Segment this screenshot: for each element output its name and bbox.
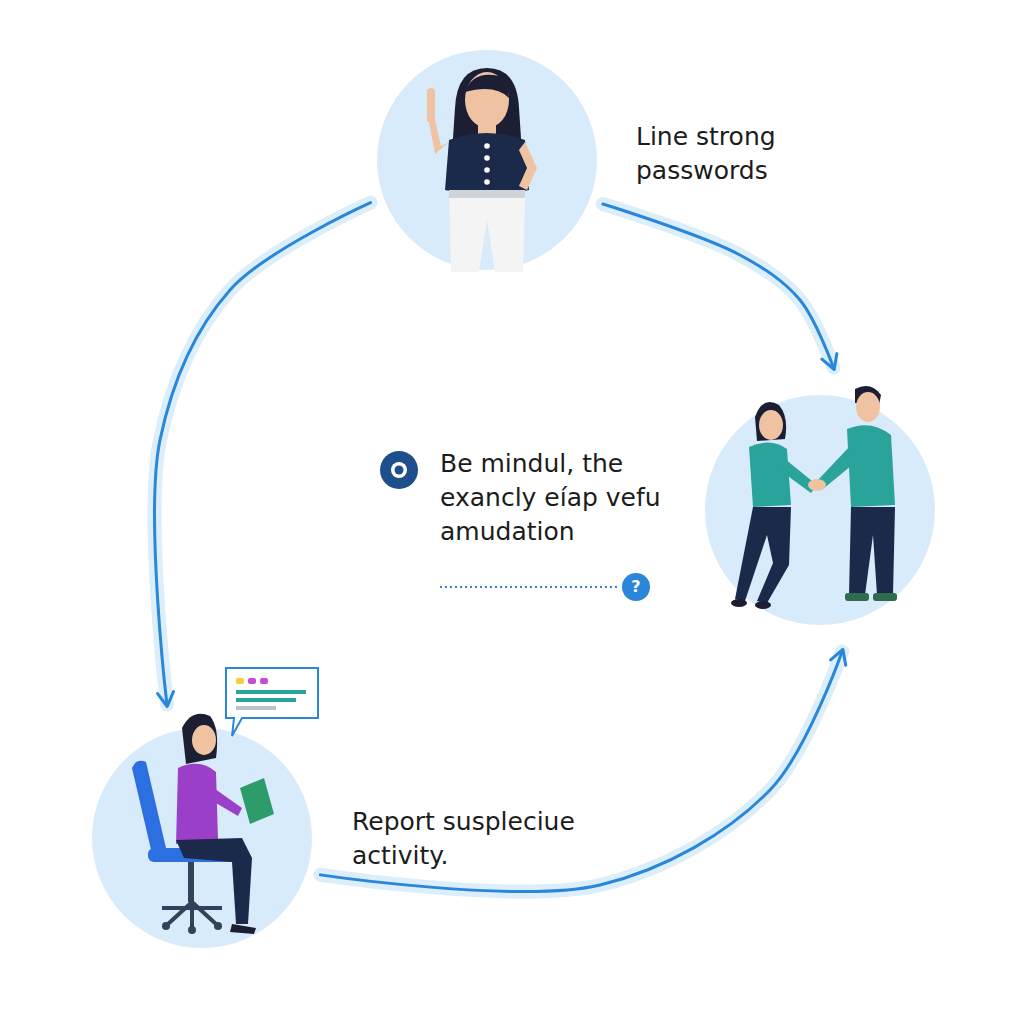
illustration xyxy=(377,50,597,270)
desk-worker-circle: Report susplecіue activity. xyxy=(92,728,312,948)
bullet-icon-center xyxy=(391,462,407,478)
cycle-arrow xyxy=(603,204,834,368)
help-mark: ? xyxy=(622,577,650,597)
step-text: Be mindul, the exancly eíap vefu amudati… xyxy=(440,447,685,549)
handshake-circle: Be mindul, the exancly eíap vefu amudati… xyxy=(705,395,935,625)
arrow-band xyxy=(155,203,371,705)
person-circle: Line strong passwords xyxy=(377,50,597,270)
help-icon xyxy=(622,573,650,601)
bullet-icon-dot xyxy=(395,466,404,475)
cycle-arrow xyxy=(320,651,842,891)
dotted-leader xyxy=(440,586,618,588)
illustration xyxy=(92,728,312,948)
illustration xyxy=(705,395,935,625)
bullet-icon xyxy=(380,451,418,489)
step-text: Report susplecіue activity. xyxy=(352,805,632,873)
step-text: Line strong passwords xyxy=(636,120,866,188)
arrow-band xyxy=(603,204,834,368)
arrow-line xyxy=(603,204,834,368)
arrow-line xyxy=(155,203,371,705)
cycle-arrow xyxy=(155,203,371,705)
arrow-band xyxy=(320,651,842,891)
arrow-line xyxy=(320,651,842,891)
